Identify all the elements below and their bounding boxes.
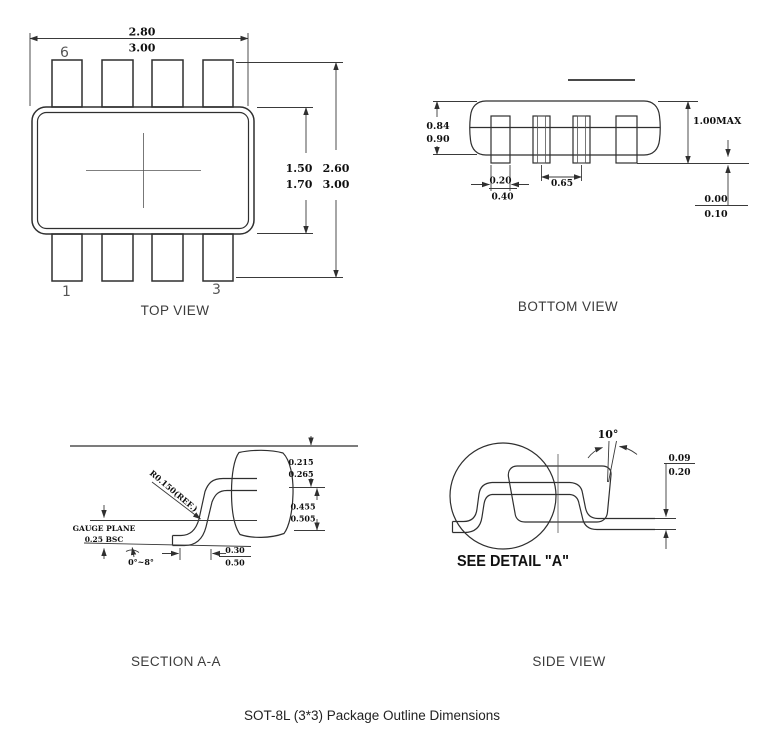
bend-radius-callout: R0.150(REF.) [148,468,201,520]
lead-inner [537,115,546,164]
pin [202,233,234,282]
lead-tip-dimension: 0.09 0.20 [655,454,695,549]
section-aa-drawing: 0.215 0.265 0.455 0.505 R0.150(REF.) GAU… [70,436,358,568]
pin [51,233,83,282]
pin [101,59,134,108]
body-height-dimension: 0.84 0.90 [426,101,477,155]
body-inner-outline [36,111,250,230]
pin [202,59,234,108]
dim-width-lower: 3.00 [129,42,156,55]
lead [490,115,511,164]
dim-lead-width-lower: 0.40 [492,193,514,203]
dim-tip-lower: 0.20 [669,468,691,478]
dim-body-height-upper: 1.50 [286,162,313,175]
bottom-view-label: BOTTOM VIEW [517,299,619,314]
see-detail-a-label: SEE DETAIL "A" [457,553,569,570]
top-view-label: TOP VIEW [140,303,210,318]
package-body [31,106,255,235]
dim-standoff-lower: 0.10 [704,209,728,220]
dim-lead-width-upper: 0.20 [490,177,512,187]
pin [151,233,184,282]
dim-thickness-upper: 0.455 [290,502,315,512]
overall-height-dimension: 1.00MAX [658,101,742,164]
section-aa-label: SECTION A-A [131,654,221,669]
lead-offset-dimension: 0.215 0.265 [288,436,325,488]
pin [51,59,83,108]
body-side-outline [507,465,612,523]
lead-width-dimension: 0.20 0.40 [471,165,529,203]
drawing-caption: SOT-8L (3*3) Package Outline Dimensions [243,708,501,723]
pin [101,233,134,282]
dim-foot-len-lower: 0.50 [225,558,245,568]
dim-thickness-lower: 0.505 [290,514,315,524]
dim-foot-angle: 0°~8° [128,557,154,567]
lead [532,115,551,164]
dim-tip-upper: 0.09 [669,454,691,464]
body-outline [469,100,661,156]
dim-lead-offset-lower: 0.265 [288,469,313,479]
dim-body-lower: 0.90 [426,134,450,145]
gauge-bsc-label: 0.25 BSC [85,535,124,544]
body-section-outline [230,449,294,538]
lead-section-profile [171,477,257,547]
bottom-pins [51,233,234,282]
thickness-dimension: 0.455 0.505 [290,488,325,531]
pitch-dimension: 0.65 [541,165,582,189]
dim-overall-max: 1.00MAX [693,116,742,127]
seating-line [83,542,252,547]
gauge-plane-label: GAUGE PLANE [73,524,136,533]
top-view-width-dimension: 2.80 3.00 [29,26,249,106]
dim-width-upper: 2.80 [129,26,156,39]
pin [151,59,184,108]
dim-foot-len-upper: 0.30 [225,545,245,555]
foot-angle-dimension: 0°~8° [125,547,154,567]
bottom-view-drawing: 0.84 0.90 1.00MAX 0.00 0.10 0.20 0.40 0.… [426,79,749,220]
body-outer-outline [31,106,255,235]
side-view-drawing: 10° 0.09 0.20 SEE DETAIL "A" [449,428,695,570]
lead-inner [577,115,586,164]
leads [490,115,638,164]
pin-number-1: 1 [62,284,71,300]
dim-pitch: 0.65 [551,179,573,189]
standoff-dimension: 0.00 0.10 [695,140,748,220]
dim-bend-radius: R0.150(REF.) [148,468,200,514]
lead [615,115,638,164]
draft-angle-dimension: 10° [587,428,638,483]
lead [572,115,591,164]
pin-number-6: 6 [60,45,69,61]
side-view-label: SIDE VIEW [532,654,606,669]
dim-body-upper: 0.84 [426,121,450,132]
lead-side-profile [451,481,655,534]
dim-draft-angle: 10° [598,428,619,441]
foot-length-dimension: 0.30 0.50 [162,545,251,568]
top-view-drawing: 2.80 3.00 6 1 3 1.50 1.70 2.60 3.00 [29,26,350,300]
top-pins [51,59,234,108]
dim-body-height-lower: 1.70 [286,178,313,191]
pin-number-3: 3 [212,282,221,298]
dim-lead-offset-upper: 0.215 [288,457,313,467]
gauge-plane-dimension: GAUGE PLANE 0.25 BSC [73,505,136,559]
dim-standoff-upper: 0.00 [704,194,728,205]
dim-overall-height-upper: 2.60 [323,162,350,175]
dim-overall-height-lower: 3.00 [323,178,350,191]
top-view-height-dimensions: 1.50 1.70 2.60 3.00 [236,62,350,278]
detail-a-circle [449,442,557,550]
